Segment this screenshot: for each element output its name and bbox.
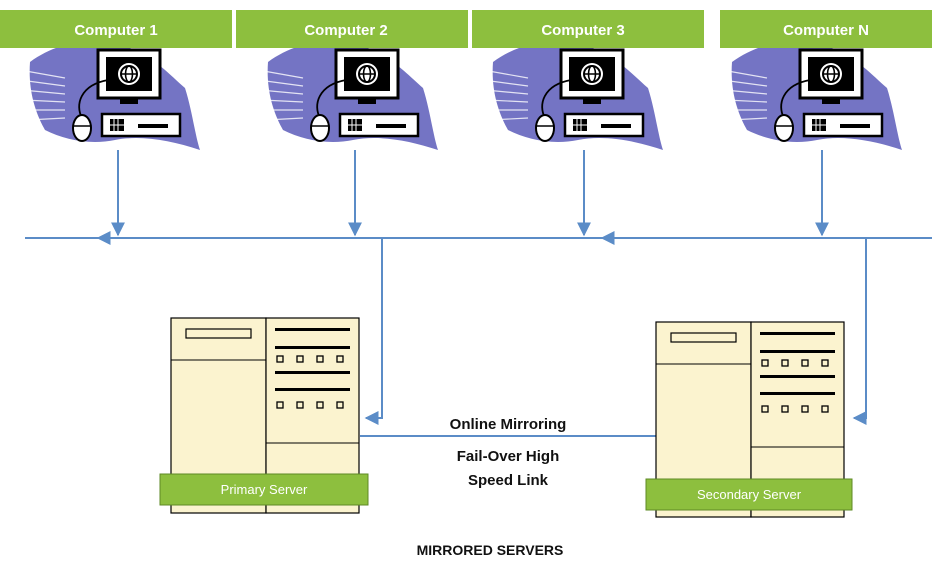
secondary-server[interactable]: Secondary Server [645,321,853,518]
computer-label: Computer 1 [74,22,157,39]
server-drops [364,238,867,425]
computer-label-box [720,10,932,48]
link-label-line3: Speed Link [468,472,549,489]
workstation-icon [481,39,665,152]
computer-n[interactable]: Computer N [720,10,932,152]
link-label-line2: Fail-Over High [457,448,560,465]
computer-label-box [0,10,232,48]
computer-label: Computer N [783,22,869,39]
computer-label: Computer 3 [541,22,624,39]
server-label-box [159,473,369,506]
computer-label-box [472,10,704,48]
primary-drop-line [364,238,383,425]
workstation-icon [720,39,904,152]
server-label: Secondary Server [697,487,802,502]
workstation-icon [256,39,440,152]
server-label: Primary Server [221,482,308,497]
server-label-box [645,478,853,511]
computer-1[interactable]: Computer 1 [0,10,232,152]
diagram-caption: MIRRORED SERVERS [417,542,564,558]
computer-label-box [236,10,468,48]
link-label-line1: Online Mirroring [450,416,567,433]
workstation-icon [18,39,202,152]
computer-2[interactable]: Computer 2 [236,10,468,152]
network-connectors [111,150,829,237]
primary-server[interactable]: Primary Server [159,317,369,514]
secondary-drop-line [852,238,867,425]
computer-3[interactable]: Computer 3 [472,10,704,152]
computer-label: Computer 2 [304,22,387,39]
